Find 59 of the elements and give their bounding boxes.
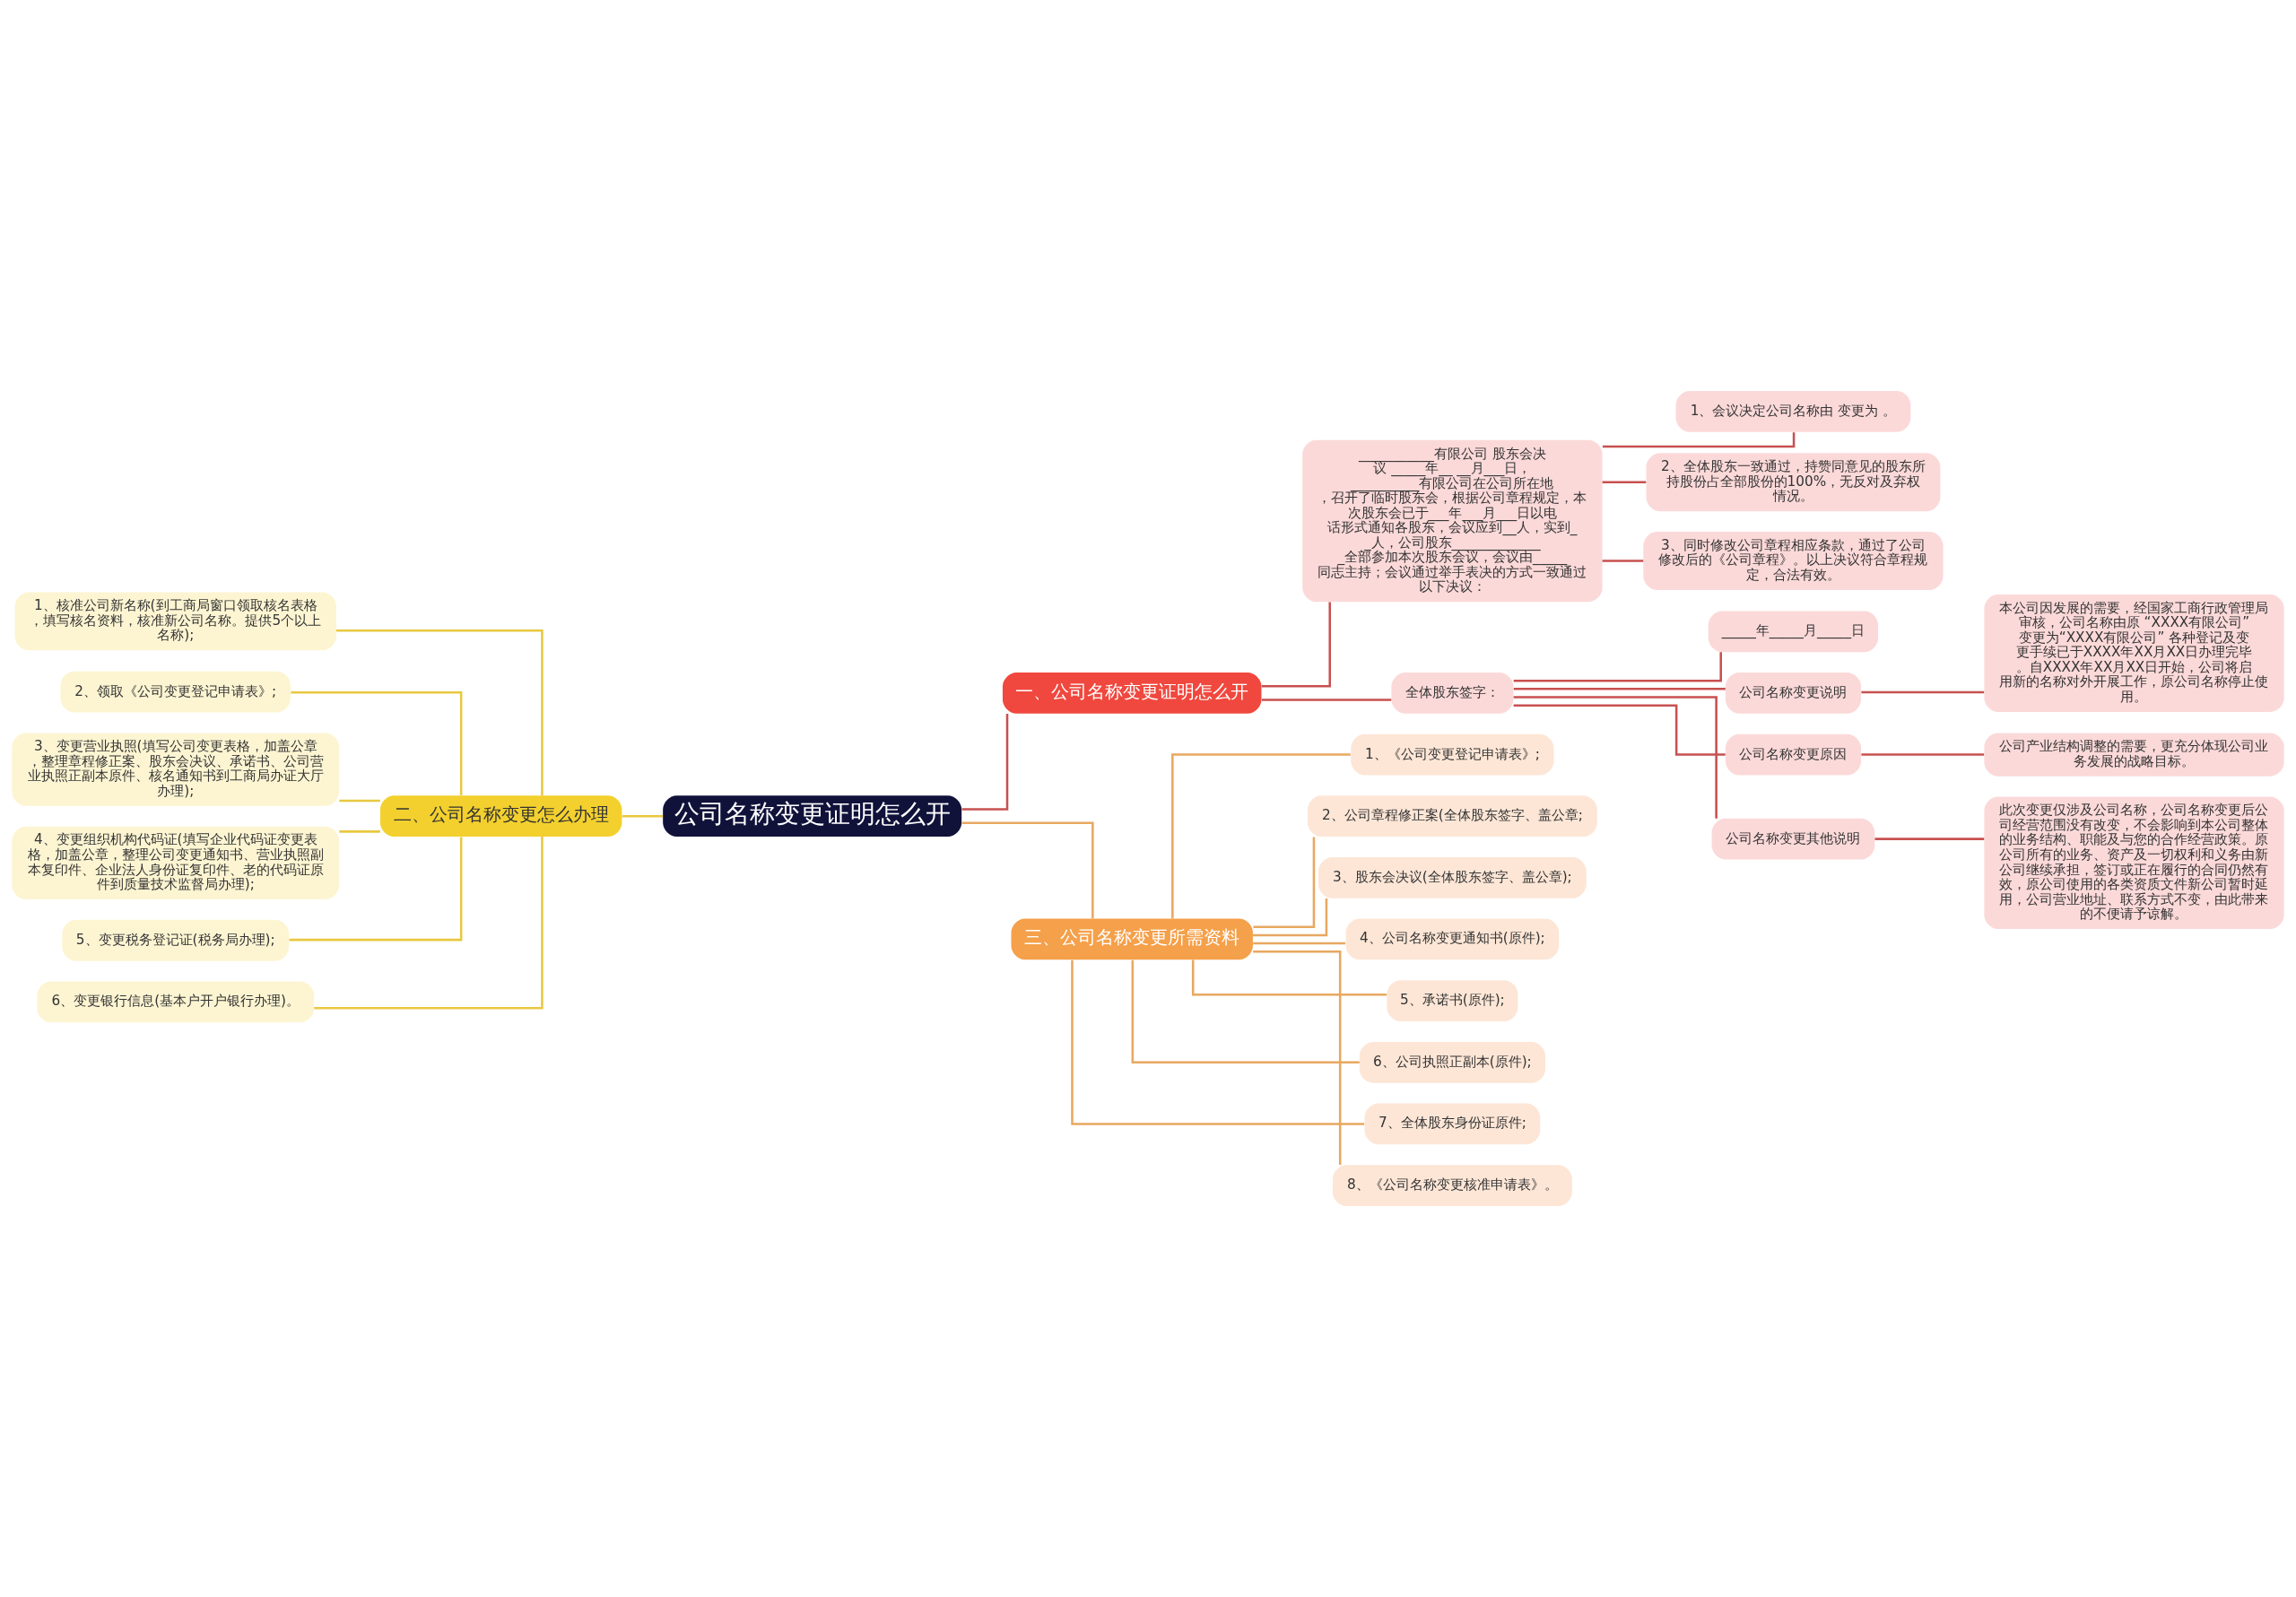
- connector: [1253, 898, 1328, 937]
- node-box: 三、公司名称变更所需资料: [1011, 918, 1253, 960]
- node-box: 1、《公司变更登记申请表》;: [1351, 733, 1554, 776]
- node-box: 4、变更组织机构代码证(填写企业代码证变更表格，加盖公章，整理公司变更通知书、营业执照副本复印件、企业法人身份证复印件、老的代码证原件到质量技术监督局办理);: [12, 826, 340, 899]
- connector: [289, 837, 463, 942]
- connector: [1171, 753, 1351, 919]
- connector: [1513, 696, 1718, 819]
- connector: [1253, 837, 1316, 928]
- node-box: 公司名称变更说明: [1725, 673, 1862, 714]
- node-box: 5、承诺书(原件);: [1387, 980, 1518, 1021]
- connector: [339, 830, 380, 833]
- node-box: 5、变更税务登记证(税务局办理);: [62, 919, 290, 961]
- node-box: 二、公司名称变更怎么办理: [379, 795, 622, 838]
- node-box: 6、公司执照正副本(原件);: [1359, 1041, 1545, 1083]
- node-box: 公司名称变更原因: [1725, 733, 1862, 776]
- connector: [314, 837, 544, 1010]
- connector: [1071, 959, 1365, 1125]
- connector: [1602, 481, 1647, 484]
- connector: [339, 799, 380, 803]
- connector: [1513, 704, 1726, 756]
- connector: [1861, 753, 1985, 756]
- node-box: ___________有限公司 股东会决议 _____年__ __月___日， __________有限公司在公司所在地，召开了临时股东会，根据公司章程规定，本次股东会已于___年___月___日以电话形式通知各股东，会议应到__人，实到__人，公司股东______________全部参加本次股东会议，会议由_____同志主持；会议通过举手表决的方式一致通过以下决议：: [1302, 439, 1603, 603]
- connector: [1191, 959, 1387, 996]
- connector: [1513, 688, 1726, 690]
- node-box: 7、全体股东身份证原件;: [1364, 1103, 1541, 1145]
- node-box: 一、公司名称变更证明怎么开: [1002, 673, 1262, 714]
- node-box: 2、全体股东一致通过，持赞同意见的股东所持股份占全部股份的100%，无反对及弃权情况。: [1646, 453, 1941, 512]
- node-box: 8、《公司名称变更核准申请表》。: [1332, 1165, 1572, 1206]
- node-box: 公司名称变更其他说明: [1711, 818, 1875, 860]
- connector: [622, 814, 664, 818]
- connector: [1874, 838, 1985, 840]
- connector: [1131, 959, 1360, 1064]
- node-box: 1、会议决定公司名称由 变更为 。: [1675, 391, 1911, 432]
- node-box: 公司产业结构调整的需要，更充分体现公司业务发展的战略目标。: [1984, 733, 2284, 777]
- connector: [1602, 432, 1796, 448]
- node-box: 2、领取《公司变更登记申请表》;: [60, 671, 291, 713]
- connector: [1602, 560, 1644, 562]
- connector: [961, 714, 1009, 811]
- node-box: 2、公司章程修正案(全体股东签字、盖公章;: [1307, 795, 1597, 838]
- connector: [1261, 699, 1392, 701]
- node-box: 本公司因发展的需要，经国家工商行政管理局审核，公司名称由原 “XXXX有限公司”变更为“XXXX有限公司” 各种登记及变更手续已于XXXX年XX月XX日办理完毕。自XXXX年XX月XX日开始，公司将启用新的名称对外开展工作，原公司名称停止使用。: [1984, 594, 2284, 712]
- node-box: 4、公司名称变更通知书(原件);: [1345, 918, 1560, 960]
- connector: [961, 821, 1094, 919]
- node-box: 3、股东会决议(全体股东签字、盖公章);: [1318, 856, 1587, 898]
- connector: [1253, 942, 1345, 945]
- connector: [1253, 950, 1342, 1165]
- node-box: 公司名称变更证明怎么开: [663, 795, 962, 838]
- connector: [291, 691, 463, 795]
- connector: [1861, 690, 1985, 694]
- connector: [1261, 602, 1331, 688]
- node-box: 3、变更营业执照(填写公司变更表格，加盖公章，整理章程修正案、股东会决议、承诺书、公司营业执照正副本原件、核名通知书到工商局办证大厅办理);: [12, 733, 340, 806]
- node-box: 6、变更银行信息(基本户开户银行办理)。: [37, 981, 315, 1023]
- connector: [1513, 652, 1722, 682]
- node-box: 1、核准公司新名称(到工商局窗口领取核名表格，填写核名资料，核准新公司名称。提供5个以上名称);: [14, 592, 336, 651]
- node-box: 3、同时修改公司章程相应条款，通过了公司修改后的《公司章程》。以上决议符合章程规定，合法有效。: [1643, 532, 1944, 590]
- node-box: 全体股东签字：: [1391, 673, 1514, 714]
- connector: [336, 629, 544, 796]
- node-box: _____年_____月_____日: [1708, 611, 1879, 653]
- node-box: 此次变更仅涉及公司名称，公司名称变更后公司经营范围没有改变，不会影响到本公司整体的业务结构、职能及与您的合作经营政策。原公司所有的业务、资产及一切权利和义务由新公司继续承担，签订或正在履行的合同仍然有效，原公司使用的各类资质文件新公司暂时延用，公司营业地址、联系方式不变，由此带来的不便请予谅解。: [1984, 796, 2284, 930]
